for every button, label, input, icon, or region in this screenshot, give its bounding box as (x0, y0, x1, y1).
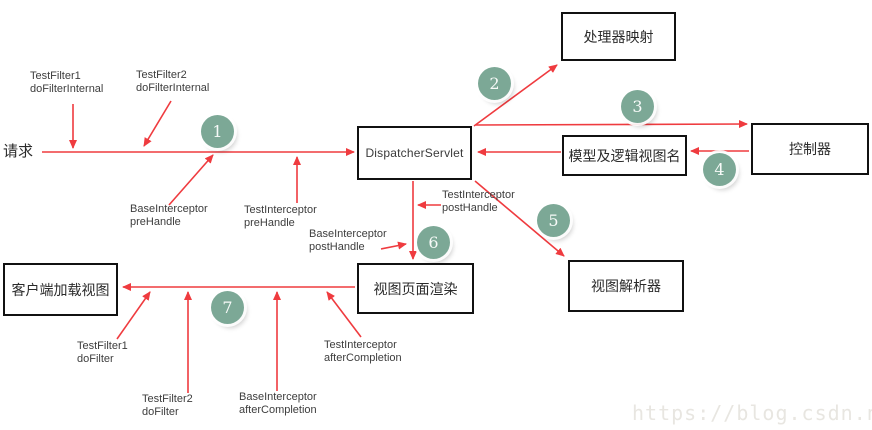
step-circle-7: 7 (211, 291, 244, 324)
label-baseinterceptor-aftercompletion: BaseInterceptor afterCompletion (239, 391, 317, 416)
arrow-baseinterceptor-prehandle (168, 154, 214, 206)
step-circle-1: 1 (201, 115, 234, 148)
arrow-testinterceptor-aftercompletion (326, 291, 362, 338)
arrow-dispatcher-to-view-resolver (474, 180, 565, 257)
node-client-load-view: 客户端加载视图 (3, 263, 118, 316)
arrow-dispatcher-to-controller (475, 120, 748, 129)
request-label: 请求 (3, 143, 34, 160)
node-view-page-render: 视图页面渲染 (357, 263, 474, 314)
label-testinterceptor-prehandle: TestInterceptor preHandle (244, 204, 317, 229)
step-circle-5: 5 (537, 204, 570, 237)
arrow-baseinterceptor-posthandle (380, 241, 407, 250)
label-testinterceptor-posthandle: TestInterceptor postHandle (442, 189, 515, 214)
step-circle-6: 6 (417, 226, 450, 259)
label-testfilter1-dofilter: TestFilter1 doFilter (77, 340, 128, 365)
arrow-testfilter1-dofilter (116, 291, 151, 340)
label-testfilter2-dofilter: TestFilter2 doFilter (142, 393, 193, 418)
node-controller: 控制器 (751, 123, 869, 175)
label-testfilter2-dofilterinternal: TestFilter2 doFilterInternal (136, 69, 210, 94)
node-view-resolver: 视图解析器 (568, 260, 684, 312)
step-circle-3: 3 (621, 90, 654, 123)
node-handler-mapping: 处理器映射 (561, 12, 676, 61)
step-circle-2: 2 (478, 67, 511, 100)
node-dispatcher-servlet: DispatcherServlet (357, 126, 472, 180)
label-baseinterceptor-posthandle: BaseInterceptor postHandle (309, 228, 387, 253)
watermark-text: https://blog.csdn.net/zxd14 (632, 401, 872, 425)
step-circle-4: 4 (703, 153, 736, 186)
label-testinterceptor-aftercompletion: TestInterceptor afterCompletion (324, 339, 402, 364)
node-model-view-name: 模型及逻辑视图名 (562, 135, 687, 176)
arrow-dispatcher-to-handler-mapping (473, 64, 558, 127)
label-testfilter1-dofilterinternal: TestFilter1 doFilterInternal (30, 70, 104, 95)
label-baseinterceptor-prehandle: BaseInterceptor preHandle (130, 203, 208, 228)
arrow-testfilter2-internal (143, 100, 172, 147)
